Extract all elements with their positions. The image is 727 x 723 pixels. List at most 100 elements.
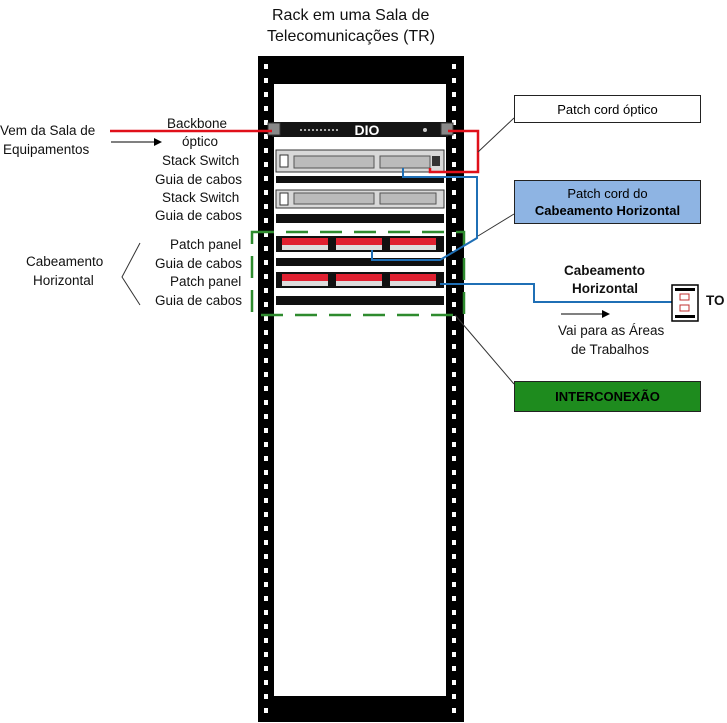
rack-hole: [264, 316, 268, 321]
rack-hole: [264, 330, 268, 335]
rack-hole: [264, 680, 268, 685]
rack-hole: [264, 414, 268, 419]
interconexao-callout: INTERCONEXÃO: [514, 381, 701, 412]
origin-label-line1: Vem da Sala de: [0, 123, 96, 138]
rack-hole: [452, 526, 456, 531]
stack-switch-1-label: Stack Switch: [162, 153, 240, 168]
rack-hole: [264, 204, 268, 209]
rack-mount-holes: [264, 64, 456, 713]
horizontal-cabling-brace: [121, 242, 141, 306]
rack-hole: [452, 568, 456, 573]
rack-hole: [452, 680, 456, 685]
rack-hole: [264, 624, 268, 629]
dio-label: DIO: [355, 122, 380, 138]
rack-hole: [452, 484, 456, 489]
rack-hole: [264, 498, 268, 503]
rack-hole: [264, 92, 268, 97]
leader-patch-cord-optico: [477, 117, 515, 153]
rack-hole: [452, 204, 456, 209]
rack-hole: [452, 428, 456, 433]
origin-label-line2: Equipamentos: [3, 142, 90, 157]
rack-hole: [452, 470, 456, 475]
rack-hole: [452, 106, 456, 111]
rack-hole: [264, 358, 268, 363]
diagram-title-line2: Telecomunicações (TR): [267, 28, 436, 45]
rack-hole: [264, 120, 268, 125]
diagram-title-line1: Rack em uma Sala de: [272, 7, 430, 24]
patch-panel-2: [276, 272, 444, 288]
rack-hole: [264, 484, 268, 489]
fiber-patch-cord-line: [428, 129, 480, 174]
rack-hole: [452, 610, 456, 615]
rack-hole: [452, 386, 456, 391]
rack-hole: [264, 64, 268, 69]
rack-hole: [264, 344, 268, 349]
rack-hole: [264, 526, 268, 531]
rack-hole: [452, 554, 456, 559]
patch-cord-optico-callout: Patch cord óptico: [514, 95, 701, 123]
stack-switch-2-label: Stack Switch: [162, 190, 240, 205]
patch-panel-1: [276, 236, 444, 252]
rack-hole: [264, 470, 268, 475]
rack-hole: [264, 302, 268, 307]
rack-hole: [264, 134, 268, 139]
rack-hole: [452, 78, 456, 83]
rack-hole: [452, 64, 456, 69]
cable-guide-1-label: Guia de cabos: [155, 172, 243, 187]
patch-cord-horizontal-callout: Patch cord do Cabeamento Horizontal: [514, 180, 701, 224]
horizontal-cabling-label-line1: Cabeamento: [26, 254, 104, 269]
rack-hole: [452, 442, 456, 447]
rack-hole: [452, 652, 456, 657]
patch-cord-do-text: Patch cord do: [567, 186, 648, 201]
rack-hole: [264, 554, 268, 559]
backbone-label-line2: óptico: [182, 134, 219, 149]
rack-hole: [264, 568, 268, 573]
cable-guide-2: [276, 214, 444, 223]
leader-patch-cord-horizontal: [477, 213, 515, 237]
interconnection-dashed-region: [250, 230, 466, 317]
rack-hole: [264, 106, 268, 111]
rack-hole: [264, 582, 268, 587]
telecom-outlet-icon: [671, 284, 699, 322]
rack-hole: [452, 162, 456, 167]
rack-hole: [264, 148, 268, 153]
stack-switch-2: [275, 189, 445, 209]
rack-hole: [452, 400, 456, 405]
horizontal-cable-line: [440, 283, 672, 303]
rack-hole: [452, 638, 456, 643]
rack-hole: [452, 232, 456, 237]
rack-hole: [452, 120, 456, 125]
rack-hole: [452, 498, 456, 503]
rack-hole: [264, 456, 268, 461]
rack-hole: [264, 512, 268, 517]
rack-hole: [264, 428, 268, 433]
work-area-label-line2: de Trabalhos: [571, 342, 650, 357]
copper-patch-cord-line: [371, 168, 478, 261]
to-label: TO: [706, 293, 725, 308]
rack-hole: [264, 694, 268, 699]
rack-hole: [452, 596, 456, 601]
cable-guide-3-label: Guia de cabos: [155, 256, 243, 271]
rack-hole: [264, 596, 268, 601]
rack-hole: [452, 92, 456, 97]
rack-hole: [264, 288, 268, 293]
rack-hole: [452, 176, 456, 181]
rack-hole: [452, 708, 456, 713]
horizontal-cabling-label-line2: Horizontal: [33, 273, 94, 288]
rack-hole: [264, 176, 268, 181]
rack-hole: [452, 414, 456, 419]
arrow-from-equipment-room: [111, 138, 162, 146]
cable-guide-4: [276, 296, 444, 305]
rack-hole: [264, 540, 268, 545]
rack-hole: [264, 386, 268, 391]
rack-hole: [264, 246, 268, 251]
stack-switch-1: [275, 149, 445, 173]
leader-interconexao: [454, 314, 515, 385]
cable-guide-1: [276, 176, 444, 183]
rack-hole: [264, 162, 268, 167]
cable-guide-2-label: Guia de cabos: [155, 208, 243, 223]
right-cabling-label-line1: Cabeamento: [564, 263, 646, 278]
arrow-to-work-areas: [561, 310, 610, 318]
patch-panel-2-label: Patch panel: [170, 274, 242, 289]
